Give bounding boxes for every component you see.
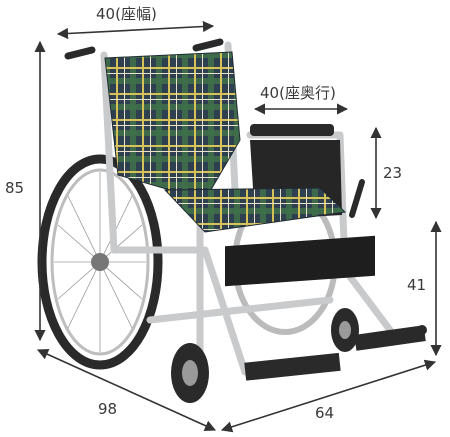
dimension-arrows <box>34 20 442 433</box>
armrest-pad <box>250 124 334 136</box>
overall-width-label: 64 <box>315 404 334 422</box>
leg-strap <box>225 235 375 287</box>
plaid-backrest <box>104 51 241 201</box>
seat-width-label: 40(座幅) <box>96 5 157 23</box>
overall-length-label: 98 <box>98 400 117 418</box>
armrest-height-label: 41 <box>407 276 426 294</box>
push-handles <box>64 38 224 60</box>
seat-height-label: 23 <box>383 164 402 182</box>
plaid-seat <box>163 187 347 233</box>
rear-wheel <box>37 154 163 370</box>
brake-lever <box>349 179 365 218</box>
overall-height-label: 85 <box>5 179 24 197</box>
seat-depth-label: 40(座奥行) <box>260 84 336 102</box>
